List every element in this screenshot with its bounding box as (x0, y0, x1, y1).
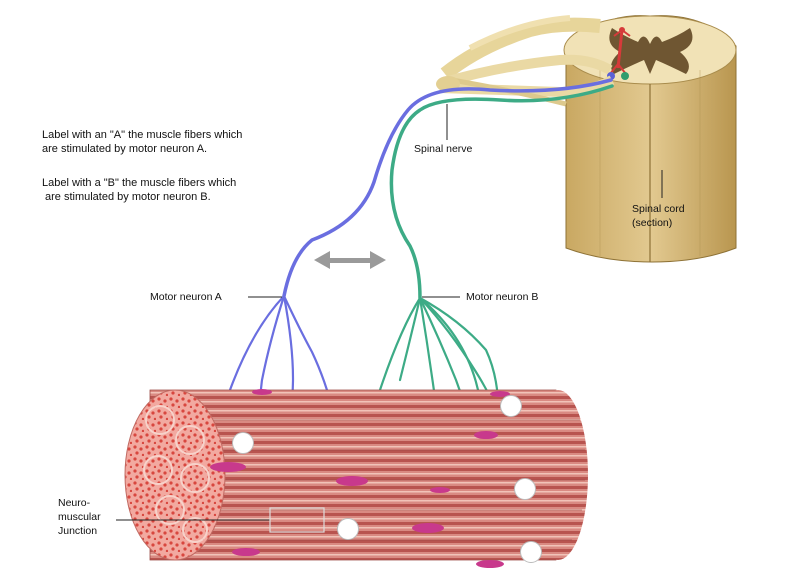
answer-circle-2[interactable] (232, 432, 254, 454)
answer-circle-4[interactable] (337, 518, 359, 540)
label-nmj-line1: Neuro- (58, 497, 91, 509)
label-motor-neuron-b: Motor neuron B (466, 291, 539, 303)
answer-circle-1[interactable] (500, 395, 522, 417)
muscle-fascicle (124, 389, 588, 568)
answer-circle-3[interactable] (514, 478, 536, 500)
label-nmj-line2: muscular (58, 511, 101, 523)
label-nmj-line3: Junction (58, 525, 98, 537)
leader-lines (116, 104, 663, 533)
instruction-a-line2: are stimulated by motor neuron A. (42, 143, 208, 155)
double-arrow-icon (314, 251, 386, 269)
label-spinal-cord-section: (section) (632, 217, 673, 229)
instruction-b-line2: are stimulated by motor neuron B. (45, 191, 211, 203)
label-spinal-nerve: Spinal nerve (414, 143, 473, 155)
label-motor-neuron-a: Motor neuron A (150, 291, 222, 303)
answer-circle-5[interactable] (520, 541, 542, 563)
instruction-a-line1: Label with an "A" the muscle fibers whic… (42, 129, 243, 141)
instruction-b-line1: Label with a "B" the muscle fibers which (42, 177, 237, 189)
label-spinal-cord: Spinal cord (632, 203, 685, 215)
